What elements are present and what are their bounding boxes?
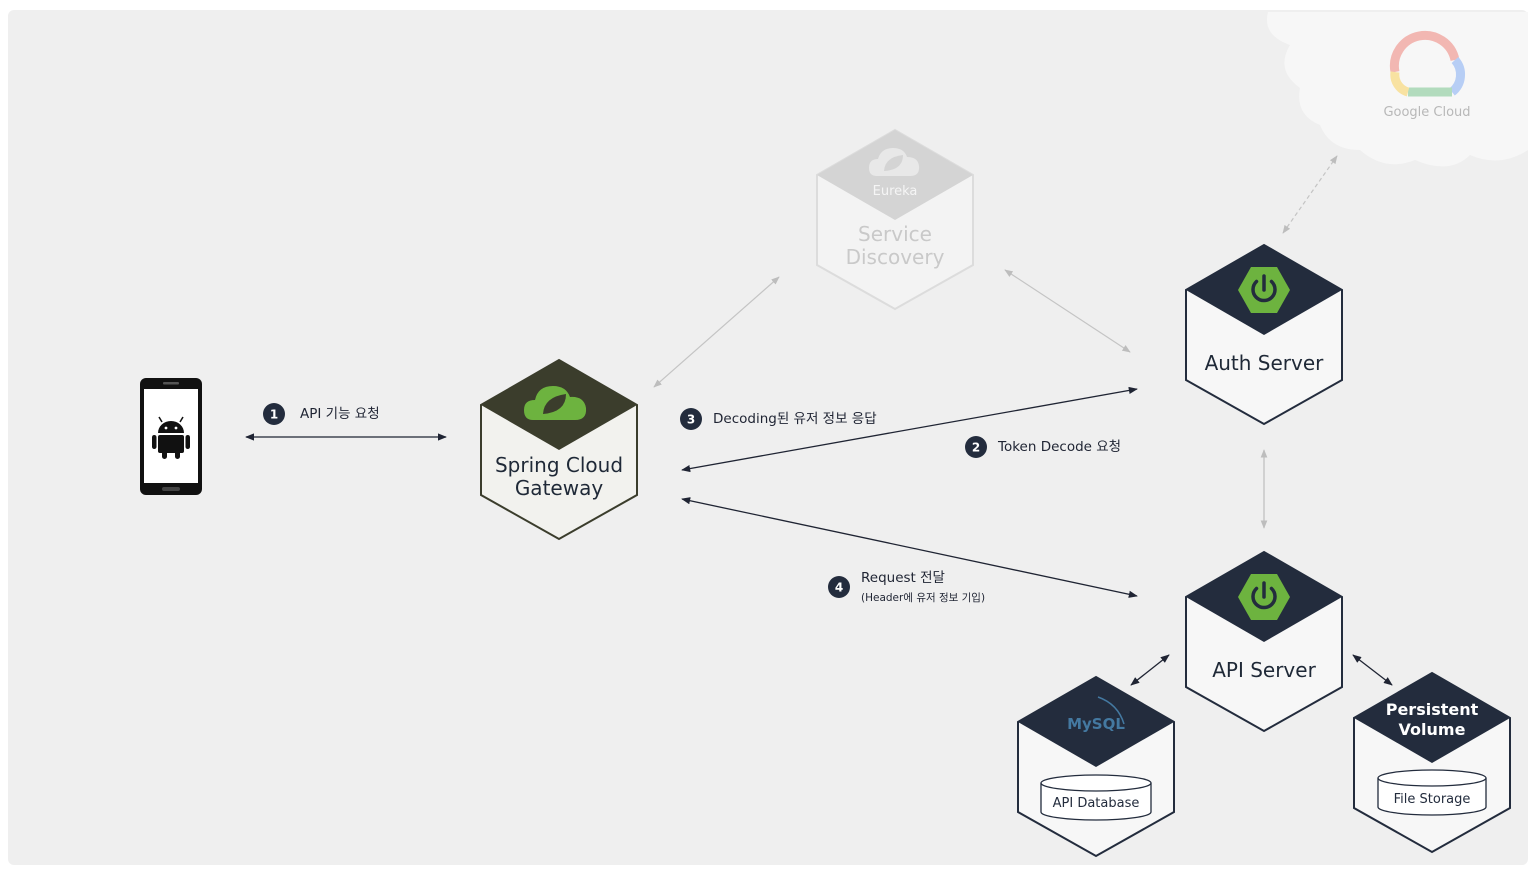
step-text: Request 전달 [861,570,945,586]
step-text: Token Decode 요청 [997,439,1121,455]
step-number: 3 [687,413,695,427]
diagram-background [8,10,1528,865]
cloud-shape [1266,12,1528,167]
discovery-label-line2: Discovery [846,245,945,269]
storage-cylinder-icon [1377,769,1487,816]
step-3: 3 Decoding된 유저 정보 응답 [680,408,877,430]
pv-label-line2: Volume [1399,720,1466,739]
discovery-label-line1: Service [858,222,932,246]
eureka-label: Eureka [873,184,918,199]
step-number: 1 [270,408,278,422]
step-text: Decoding된 유저 정보 응답 [713,411,877,427]
step-4: 4 Request 전달 (Header에 유저 정보 기입) [828,570,985,604]
arrow-gateway-discovery [653,276,780,388]
arrow-gateway-auth [681,386,1138,473]
step-number: 4 [835,581,843,595]
phone-speaker [163,382,179,385]
mysql-node: MySQL API Database [1017,675,1175,858]
mysql-hex-cap [1018,677,1174,767]
mysql-dolphin-icon [1097,696,1125,725]
android-phone [140,378,202,495]
discovery-node: Eureka Service Discovery [816,128,974,311]
step-number: 2 [972,441,980,455]
arrow-discovery-auth [1004,269,1131,353]
file-storage-label: File Storage [1394,792,1471,807]
pv-node: Persistent Volume File Storage [1353,671,1511,854]
step-badge [965,436,987,458]
eureka-icon [869,148,920,176]
auth-label: Auth Server [1205,351,1325,375]
mysql-logo: MySQL [1067,715,1125,733]
gateway-label-line1: Spring Cloud [495,453,623,477]
google-cloud-label: Google Cloud [1383,105,1470,120]
step-subtext: (Header에 유저 정보 기입) [861,591,985,604]
gateway-node: Spring Cloud Gateway [480,358,638,541]
arrow-auth-cloud [1282,155,1338,234]
phone-home-button [162,487,180,491]
step-badge [263,403,285,425]
step-2: 2 Token Decode 요청 [965,436,1121,458]
step-badge [828,576,850,598]
pv-label-line1: Persistent [1386,700,1479,719]
api-database-label: API Database [1053,796,1140,811]
google-cloud-icon [1389,30,1465,97]
google-cloud-region: Google Cloud [1266,12,1528,167]
gateway-label-line2: Gateway [515,476,604,500]
step-badge [680,408,702,430]
spring-boot-power-icon [1238,267,1290,313]
api-node: API Server [1185,550,1343,733]
spring-cloud-icon [524,386,587,420]
auth-node: Auth Server [1185,243,1343,426]
pv-hex-cap [1354,673,1510,763]
android-icon [152,416,190,459]
arrow-api-mysql [1130,654,1170,686]
arrow-api-pv [1352,654,1393,686]
step-text: API 기능 요청 [300,406,380,422]
database-cylinder-icon [1040,774,1152,821]
api-label: API Server [1212,658,1316,682]
step-1: 1 API 기능 요청 [263,403,380,425]
arrow-gateway-api [681,497,1138,598]
spring-boot-power-icon [1238,574,1290,620]
